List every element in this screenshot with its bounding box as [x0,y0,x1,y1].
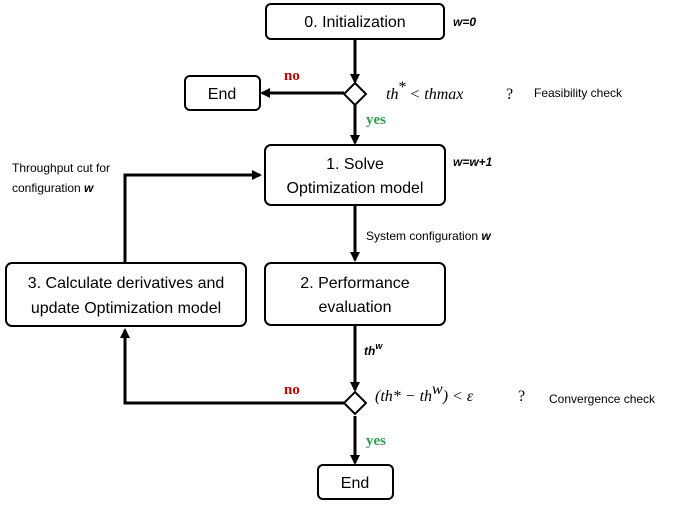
throughput-cut-prefix: configuration [12,181,84,195]
convergence-diamond [342,390,368,416]
calc-box [5,262,247,327]
feasibility-diamond [342,81,368,107]
yes-label-bottom: yes [366,433,386,449]
convergence-main: (th* − th [375,388,432,405]
perf-box-line2: evaluation [319,299,392,316]
perf-box-line1: 2. Performance [300,275,409,292]
init-box [265,3,445,40]
end-top-label: End [208,86,236,103]
convergence-tail: ) < ε [442,388,474,405]
feasibility-th: th [386,86,398,103]
convergence-question: ? [518,388,525,405]
end-top-box [184,75,261,111]
convergence-label: Convergence check [549,392,656,406]
thw-sup: w [375,341,383,351]
calc-box-line2: update Optimization model [31,300,221,317]
throughput-cut-var: w [84,181,94,195]
throughput-cut-line1: Throughput cut for [12,161,110,175]
feasibility-label: Feasibility check [534,86,623,100]
solve-box [264,144,446,206]
solve-note: w=w+1 [453,155,493,169]
end-bottom-box [317,464,394,500]
system-config-prefix: System configuration [366,229,481,243]
thw-label: thw [364,341,383,358]
system-config-label: System configuration w [366,229,491,243]
init-note: w=0 [453,15,476,29]
connector-convergence-to-calc [120,328,344,405]
convergence-expression: (th* − thw) < ε [375,381,474,405]
thw-base: th [364,344,375,358]
yes-label-top: yes [366,112,386,128]
feasibility-star: * [398,79,406,96]
feasibility-question: ? [506,86,513,103]
perf-box [264,262,446,326]
no-label-bottom: no [284,382,300,398]
solve-box-line2: Optimization model [287,180,424,197]
solve-box-line1: 1. Solve [326,156,384,173]
no-label-top: no [284,68,300,84]
convergence-sup: w [432,381,443,398]
feasibility-rhs: < thmax [409,86,463,103]
throughput-cut-line2: configuration w [12,181,94,195]
feasibility-expression: th*< thmax [386,79,463,103]
calc-box-line1: 3. Calculate derivatives and [28,275,225,292]
end-bottom-label: End [341,475,369,492]
connector-calc-to-solve [123,170,262,263]
init-box-label: 0. Initialization [304,14,405,31]
system-config-var: w [481,229,491,243]
